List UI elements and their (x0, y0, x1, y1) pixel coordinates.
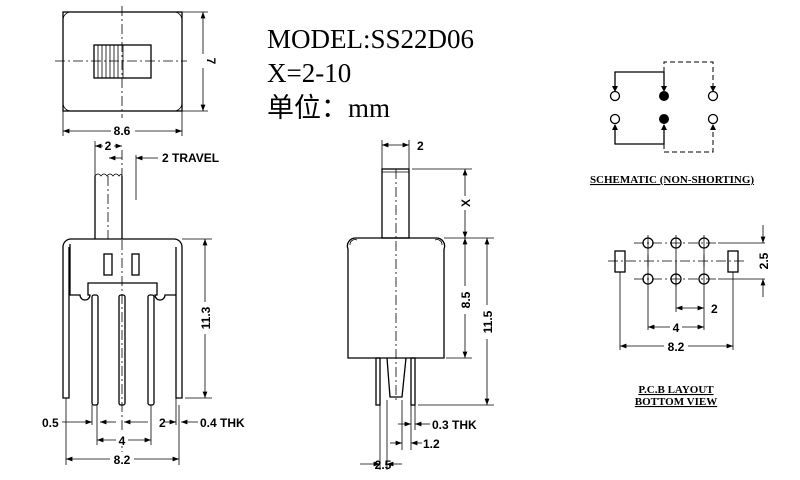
unit-label: 单位：mm (267, 93, 390, 123)
travel-label: 2 TRAVEL (162, 151, 219, 165)
pcb-caption-line2: BOTTOM VIEW (635, 396, 717, 408)
front-height-dim: 11.3 (199, 306, 213, 329)
top-view: 7 8.6 (55, 6, 218, 138)
pcb-row-pitch: 2.5 (757, 252, 771, 269)
side-thickness: 0.3 THK (432, 418, 477, 432)
model-label: MODEL:SS22D06 (267, 24, 474, 54)
front-pin-pitch: 2 (159, 416, 166, 430)
front-view: 2 2 TRAVEL 11.3 0.5 2 0.4 THK 4 8.2 (42, 139, 245, 467)
pcb-layout: 2.5 2 4 8.2 P.C.B LAYOUT BOTTOM VIEW (608, 225, 771, 408)
side-actuator-width: 2 (417, 139, 424, 153)
side-body-height: 8.5 (459, 291, 473, 308)
front-pin-span: 4 (119, 434, 126, 448)
pcb-caption-line1: P.C.B LAYOUT (638, 384, 714, 396)
slider-knob (93, 44, 152, 79)
front-pin-width: 0.5 (42, 416, 59, 430)
x-range-label: X=2-10 (267, 58, 351, 88)
schematic-caption: SCHEMATIC (NON-SHORTING) (590, 174, 754, 186)
schematic: SCHEMATIC (NON-SHORTING) (590, 61, 754, 186)
side-pin-offset: 1.2 (423, 437, 440, 451)
front-overall-width: 8.2 (114, 453, 131, 467)
pcb-pin-span: 4 (673, 321, 680, 335)
side-pin-spacing: 2.5 (375, 458, 392, 472)
pcb-pin-pitch: 2 (711, 302, 718, 316)
front-thickness: 0.4 THK (200, 416, 245, 430)
side-total-height: 11.5 (481, 310, 495, 333)
front-actuator-width: 2 (105, 139, 112, 153)
top-width-dim: 8.6 (114, 124, 131, 138)
side-view: 2 X 8.5 11.5 0.3 THK 1.2 2.5 (346, 139, 495, 472)
pcb-overall-width: 8.2 (668, 340, 685, 354)
top-height-dim: 7 (204, 58, 218, 65)
side-actuator-height: X (459, 199, 473, 207)
